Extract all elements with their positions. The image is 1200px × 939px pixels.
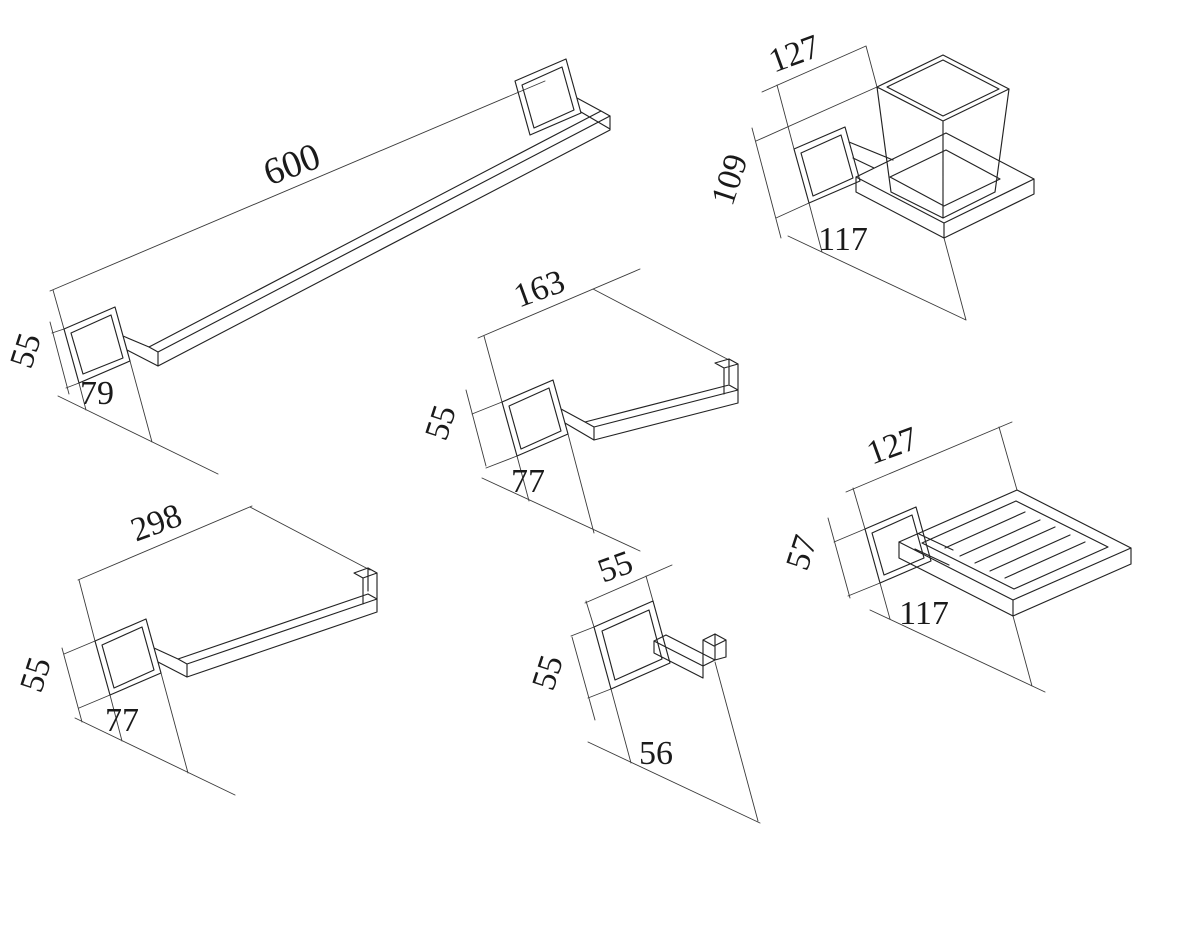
soap-dish-depth-dimension: 117	[899, 595, 949, 632]
robe-hook-depth-dimension: 56	[639, 735, 673, 772]
towel-rail-length-dimension: 298	[126, 497, 187, 549]
toilet-paper-holder-drawing: 163 55 77	[418, 263, 739, 552]
tumbler-holder-depth-dimension: 117	[818, 221, 868, 258]
towel-rail-drawing: 298 55 77	[13, 497, 378, 796]
soap-dish-drawing: 127 57 117	[779, 420, 1132, 693]
towel-bar-outline	[63, 58, 611, 384]
soap-dish-height-dimension: 57	[779, 531, 825, 575]
soap-dish-width-dimension: 127	[862, 420, 923, 472]
towel-bar-height-dimension: 55	[3, 329, 49, 373]
tumbler-holder-drawing: 127 109 117	[705, 28, 1035, 321]
robe-hook-height-dimension: 55	[525, 651, 571, 695]
toilet-paper-holder-depth-dimension: 77	[511, 463, 545, 500]
toilet-paper-holder-dimension-lines	[465, 268, 730, 552]
robe-hook-dimension-lines	[570, 564, 761, 824]
toilet-paper-holder-length-dimension: 163	[509, 263, 570, 315]
robe-hook-drawing: 55 55 56	[525, 544, 761, 824]
robe-hook-outline	[593, 600, 727, 690]
tumbler-holder-outline	[793, 54, 1035, 239]
towel-rail-dimension-lines	[61, 505, 371, 796]
towel-bar-depth-dimension: 79	[80, 375, 114, 412]
towel-rail-height-dimension: 55	[13, 653, 59, 697]
toilet-paper-holder-outline	[501, 358, 739, 457]
soap-dish-dimension-lines	[827, 421, 1046, 693]
tumbler-holder-dimension-lines	[751, 45, 967, 321]
towel-bar-drawing: 600 55 79	[3, 58, 611, 475]
tumbler-holder-width-dimension: 127	[764, 28, 825, 80]
soap-dish-outline	[864, 489, 1132, 617]
toilet-paper-holder-height-dimension: 55	[418, 401, 464, 445]
tumbler-holder-height-dimension: 109	[705, 150, 756, 210]
towel-bar-length-dimension: 600	[258, 135, 326, 194]
towel-rail-depth-dimension: 77	[105, 702, 139, 739]
towel-bar-dimension-lines	[49, 80, 546, 475]
towel-rail-outline	[94, 567, 378, 696]
